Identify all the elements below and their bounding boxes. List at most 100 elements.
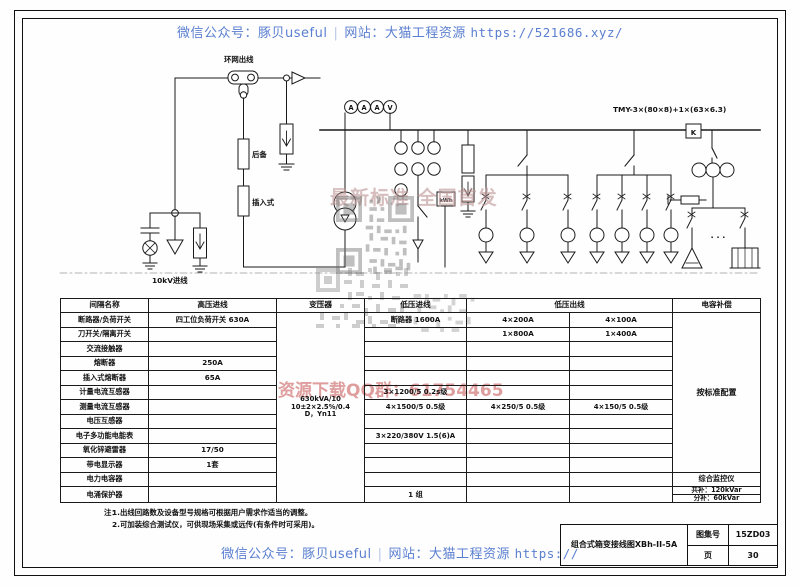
cell-hv: 1套 xyxy=(148,457,277,473)
cell-lv-incoming xyxy=(364,326,467,343)
table-row: 交流接触器 xyxy=(60,341,761,357)
cell-lv-out-2 xyxy=(569,384,673,401)
kwh-meter-label: kWh xyxy=(439,198,453,204)
header-hv-incoming: 高压进线 xyxy=(148,298,277,313)
row-label: 电子多功能电能表 xyxy=(60,428,149,444)
table-row: 带电显示器 1套 xyxy=(60,457,761,473)
notes-prefix: 注： xyxy=(104,508,119,517)
note-item-2: 2.可加装综合测试仪，可供现场采集或远传(有条件时可采用)。 xyxy=(112,519,319,529)
cell-individual-compensation: 分补：60kVar xyxy=(693,493,740,502)
table-row: 刀开关/隔离开关 1×800A 1×400A xyxy=(60,326,761,343)
row-label: 氧化锌避雷器 xyxy=(60,442,149,459)
cell-lv-out-1: 1×800A xyxy=(466,326,570,343)
atlas-number-key: 图集号 xyxy=(688,525,729,545)
header-lv-outgoing: 低压出线 xyxy=(466,298,673,313)
cell-lv-out-2 xyxy=(569,471,673,488)
cell-hv xyxy=(148,428,277,444)
cell-hv xyxy=(148,341,277,357)
table-row: 氧化锌避雷器 17/50 xyxy=(60,442,761,459)
title-block-fields: 图集号 15ZD03 页 30 xyxy=(688,525,777,565)
cell-lv-out-1 xyxy=(466,370,570,386)
cell-lv-incoming: 3×220/380V 1.5(6)A xyxy=(364,428,467,444)
cell-lv-out-1: 4×250/5 0.5级 xyxy=(466,399,570,415)
cell-lv-incoming: 1 组 xyxy=(364,486,467,503)
cell-lv-out-1 xyxy=(466,486,570,503)
row-label: 断路器/负荷开关 xyxy=(60,312,149,328)
cell-lv-out-1 xyxy=(466,413,570,430)
table-row: 熔断器 250A xyxy=(60,355,761,372)
table-row: 电子多功能电能表 3×220/380V 1.5(6)A xyxy=(60,428,761,444)
cell-hv xyxy=(148,399,277,415)
cell-transformer-spec: 630kVA/10 10±2×2.5%/0.4 D，Yn11 xyxy=(276,312,365,503)
cell-hv: 17/50 xyxy=(148,442,277,459)
label-plugin-fuse: 插入式 xyxy=(252,198,275,207)
cell-hv: 四工位负荷开关 630A xyxy=(148,312,277,328)
meter-voltmeter-label: V xyxy=(387,104,393,112)
meter-ammeter-2-label: A xyxy=(361,104,367,112)
table-row: 测量电流互感器 4×1500/5 0.5级 4×250/5 0.5级 4×150… xyxy=(60,399,761,415)
row-label: 带电显示器 xyxy=(60,457,149,473)
cell-lv-out-2: 1×400A xyxy=(569,326,673,343)
row-label: 交流接触器 xyxy=(60,341,149,357)
table-row: 电涌保护器 1 组 共补：120kVar 分补：60kVar xyxy=(60,486,761,503)
cell-lv-out-1 xyxy=(466,471,570,488)
label-hv-incoming: 10kV进线 xyxy=(152,276,188,285)
drawing-frame-outer xyxy=(14,10,786,576)
drawing-name: 组合式箱变接线图XBh-II-5A xyxy=(561,525,688,565)
cell-hv: 250A xyxy=(148,355,277,372)
label-busbar: TMY-3×(80×8)+1×(63×6.3) xyxy=(613,105,726,114)
cell-lv-out-1 xyxy=(466,355,570,372)
cell-hv xyxy=(148,413,277,430)
notes-block: 注： 1.出线回路数及设备型号规格可根据用户需求作适当的调整。 2.可加装综合测… xyxy=(104,507,319,531)
title-block: 组合式箱变接线图XBh-II-5A 图集号 15ZD03 页 30 xyxy=(560,524,778,566)
table-header-row: 间隔名称 高压进线 变压器 低压进线 低压出线 电容补偿 xyxy=(60,298,761,313)
cell-lv-incoming: 4×1500/5 0.5级 xyxy=(364,399,467,415)
cell-lv-out-2 xyxy=(569,355,673,372)
table-row: 电力电容器 综合监控仪 xyxy=(60,471,761,488)
transformer-spec-line-3: D，Yn11 xyxy=(304,410,337,419)
cell-capacitor-config: 按标准配置 xyxy=(672,312,761,473)
row-label: 测量电流互感器 xyxy=(60,399,149,415)
row-label: 电涌保护器 xyxy=(60,486,149,503)
row-label: 计量电流互感器 xyxy=(60,384,149,401)
cell-lv-out-1 xyxy=(466,457,570,473)
title-block-atlas-row: 图集号 15ZD03 xyxy=(688,525,777,546)
cell-lv-out-2 xyxy=(569,428,673,444)
cell-lv-out-2 xyxy=(569,370,673,386)
cell-hv: 65A xyxy=(148,370,277,386)
header-bay-name: 间隔名称 xyxy=(60,298,149,313)
cell-lv-out-2 xyxy=(569,457,673,473)
transformer-spec-line-2: 10±2×2.5%/0.4 xyxy=(291,402,350,411)
cell-lv-incoming: 3×1200/5 0.2s级 xyxy=(364,384,467,401)
specification-table: 间隔名称 高压进线 变压器 低压进线 低压出线 电容补偿 断路器/负荷开关 四工… xyxy=(60,298,761,503)
page-number-key: 页 xyxy=(688,545,729,565)
drawing-frame-inner xyxy=(22,18,778,568)
cell-lv-out-2 xyxy=(569,442,673,459)
capacitor-bank-ellipsis: · · · xyxy=(711,233,726,242)
table-row: 断路器/负荷开关 四工位负荷开关 630A 630kVA/10 10±2×2.5… xyxy=(60,312,761,503)
cell-lv-incoming xyxy=(364,341,467,357)
transformer-spec-line-1: 630kVA/10 xyxy=(300,394,341,403)
cell-shared-compensation: 共补：120kVar xyxy=(673,488,760,496)
cell-lv-incoming xyxy=(364,370,467,386)
label-backup-fuse: 后备 xyxy=(252,150,267,159)
cell-lv-out-1 xyxy=(466,384,570,401)
row-label: 插入式熔断器 xyxy=(60,370,149,386)
table-row: 计量电流互感器 3×1200/5 0.2s级 xyxy=(60,384,761,401)
header-transformer: 变压器 xyxy=(276,298,365,313)
row-label: 电力电容器 xyxy=(60,471,149,488)
label-ring-outgoing: 环网出线 xyxy=(224,55,254,64)
note-item-1: 1.出线回路数及设备型号规格可根据用户需求作适当的调整。 xyxy=(112,508,313,517)
table-row: 电压互感器 xyxy=(60,413,761,430)
meter-ammeter-1-label: A xyxy=(348,104,354,112)
cell-lv-incoming xyxy=(364,413,467,430)
cell-lv-incoming xyxy=(364,442,467,459)
cell-lv-incoming: 断路器 1600A xyxy=(364,312,467,328)
cell-lv-out-2 xyxy=(569,486,673,503)
row-label: 刀开关/隔离开关 xyxy=(60,326,149,343)
table-row: 插入式熔断器 65A xyxy=(60,370,761,386)
cell-monitor-label: 综合监控仪 xyxy=(672,471,761,488)
cell-hv xyxy=(148,486,277,503)
